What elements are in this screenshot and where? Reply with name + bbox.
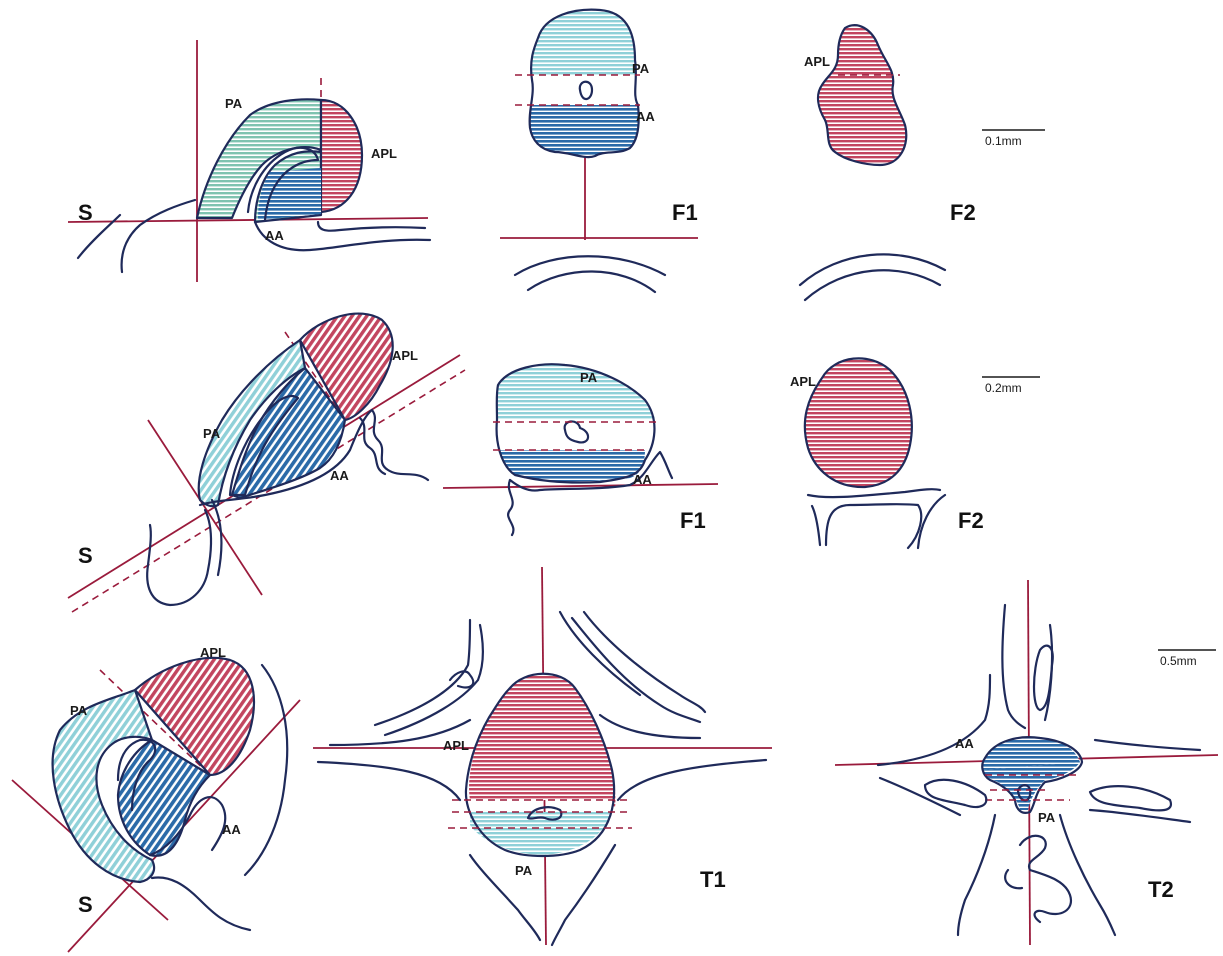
- label-pa: PA: [632, 61, 650, 76]
- label-apl: APL: [804, 54, 830, 69]
- label-apl: APL: [392, 348, 418, 363]
- cleft-outline: [565, 421, 588, 442]
- row2-frontal1: PA AA F1: [443, 364, 718, 535]
- label-aa: AA: [330, 468, 349, 483]
- posterior-area: [497, 364, 655, 420]
- tissue-outline: [1002, 605, 1052, 728]
- row1-sagittal: PA APL AA S: [68, 40, 430, 282]
- anterior-area-lower: [982, 762, 1080, 810]
- cleft-outline: [580, 82, 592, 99]
- view-label-f1: F1: [672, 200, 698, 225]
- label-pa: PA: [1038, 810, 1056, 825]
- sella-inner-outline: [826, 504, 921, 548]
- anterior-pituitary-lobe: [818, 25, 906, 165]
- label-aa: AA: [955, 736, 974, 751]
- base-outline: [152, 877, 250, 930]
- label-apl: APL: [443, 738, 469, 753]
- stalk-outline: [122, 200, 195, 272]
- view-label-s: S: [78, 200, 93, 225]
- tissue-outline: [1090, 786, 1171, 810]
- horizontal-axis: [68, 218, 428, 222]
- tissue-outline: [560, 612, 640, 695]
- wavy-outline: [508, 480, 513, 535]
- view-label-t2: T2: [1148, 877, 1174, 902]
- scale-label: 0.2mm: [985, 381, 1022, 395]
- label-pa: PA: [203, 426, 221, 441]
- stalk-outline: [212, 500, 221, 575]
- anterior-pituitary-lobe: [805, 358, 912, 487]
- label-apl: APL: [790, 374, 816, 389]
- label-apl: APL: [200, 645, 226, 660]
- view-label-f2: F2: [958, 508, 984, 533]
- label-pa: PA: [515, 863, 533, 878]
- label-aa: AA: [636, 109, 655, 124]
- row3-transverse2: AA PA T2 0.5mm: [835, 580, 1218, 945]
- tissue-outline: [572, 612, 705, 722]
- row3-transverse1: APL PA T1: [313, 567, 772, 945]
- tissue-outline: [1005, 836, 1071, 922]
- posterior-area: [530, 10, 635, 75]
- tissue-outline: [552, 845, 615, 945]
- tissue-outline: [375, 620, 483, 735]
- label-pa: PA: [580, 370, 598, 385]
- scale-label: 0.1mm: [985, 134, 1022, 148]
- label-apl: APL: [371, 146, 397, 161]
- scale-label: 0.5mm: [1160, 654, 1197, 668]
- label-pa: PA: [70, 703, 88, 718]
- floor-outline: [528, 271, 655, 292]
- view-label-s: S: [78, 543, 93, 568]
- floor-outline: [805, 270, 940, 300]
- label-pa: PA: [225, 96, 243, 111]
- row3-sagittal: PA APL AA S: [12, 645, 300, 952]
- stalk-outline: [147, 510, 211, 605]
- label-aa: AA: [633, 472, 652, 487]
- view-label-f2: F2: [950, 200, 976, 225]
- row2-frontal2: APL F2 0.2mm: [790, 358, 1040, 548]
- view-label-f1: F1: [680, 508, 706, 533]
- label-aa: AA: [265, 228, 284, 243]
- row1-frontal2: APL F2 0.1mm: [800, 25, 1045, 300]
- row1-frontal1: PA AA F1: [500, 10, 698, 292]
- tissue-outline: [958, 815, 1115, 935]
- horizontal-axis: [443, 484, 718, 488]
- label-aa: AA: [222, 822, 241, 837]
- base-inner-outline: [318, 222, 425, 231]
- row2-sagittal: PA APL AA S: [68, 314, 465, 612]
- view-label-t1: T1: [700, 867, 726, 892]
- anterior-pituitary-lobe: [469, 674, 615, 808]
- anterior-pituitary-lobe: [321, 100, 362, 212]
- view-label-s: S: [78, 892, 93, 917]
